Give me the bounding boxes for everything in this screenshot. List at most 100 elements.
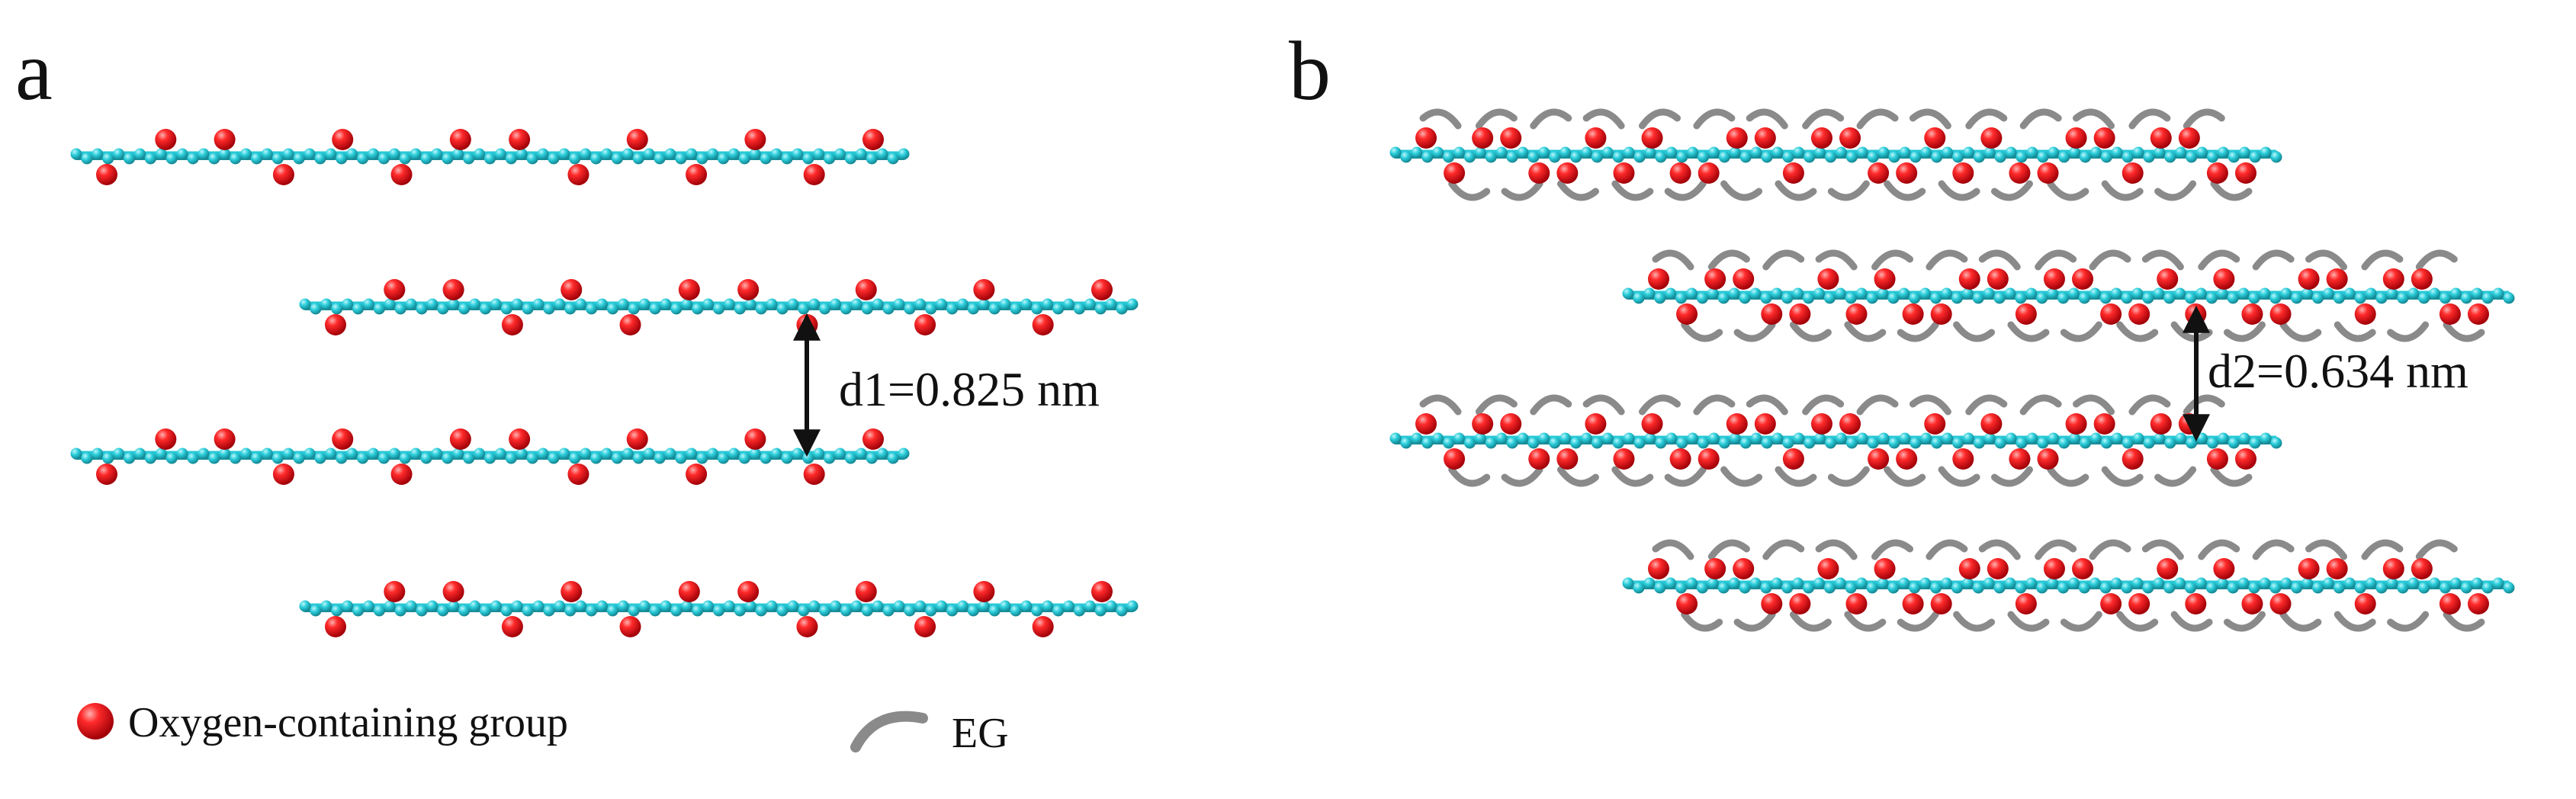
eg-chain xyxy=(1530,394,1572,416)
oxygen-atom xyxy=(214,129,236,150)
eg-chain xyxy=(1926,249,1968,271)
carbon-atom xyxy=(81,452,93,464)
carbon-atom xyxy=(819,605,831,617)
carbon-atom xyxy=(1760,582,1772,594)
carbon-atom xyxy=(2217,432,2229,444)
oxygen-atom xyxy=(2100,303,2122,325)
carbon-atom xyxy=(1825,437,1837,449)
oxygen-atom xyxy=(390,464,413,485)
oxygen-atom xyxy=(1032,314,1054,335)
carbon-atom xyxy=(1116,303,1128,315)
carbon-atom xyxy=(554,600,566,612)
eg-chain xyxy=(1990,180,2033,201)
carbon-atom xyxy=(1728,577,1740,589)
carbon-atom xyxy=(2026,146,2038,159)
carbon-atom xyxy=(1453,146,1465,159)
carbon-atom xyxy=(410,448,422,460)
carbon-atom xyxy=(675,452,687,464)
carbon-atom xyxy=(1665,146,1678,159)
carbon-atom xyxy=(686,148,698,160)
carbon-atom xyxy=(2503,292,2515,304)
carbon-atom xyxy=(1856,146,1868,159)
oxygen-atom xyxy=(619,616,641,637)
carbon-atom xyxy=(813,448,825,460)
carbon-atom xyxy=(760,452,772,464)
carbon-atom xyxy=(367,148,379,160)
carbon-atom xyxy=(2407,287,2420,300)
carbon-atom xyxy=(1655,151,1667,163)
oxygen-atom xyxy=(1930,303,1952,325)
carbon-atom xyxy=(776,303,789,315)
carbon-atom xyxy=(1952,151,1964,163)
oxygen-atom xyxy=(449,428,471,450)
carbon-atom xyxy=(1031,303,1043,315)
carbon-atom xyxy=(2248,582,2260,594)
carbon-atom xyxy=(1813,577,1825,589)
carbon-atom xyxy=(2460,582,2472,594)
carbon-atom xyxy=(2429,287,2441,300)
oxygen-atom xyxy=(744,428,766,450)
eg-chain xyxy=(1884,180,1926,201)
oxygen-atom xyxy=(1874,558,1896,579)
oxygen-atom xyxy=(1500,127,1522,149)
carbon-atom xyxy=(2280,577,2292,589)
eg-chain xyxy=(1978,249,2021,271)
carbon-atom xyxy=(1580,432,1592,444)
carbon-atom xyxy=(2354,292,2366,304)
oxygen-atom xyxy=(973,581,995,602)
carbon-atom xyxy=(1899,146,1911,159)
carbon-atom xyxy=(2259,577,2271,589)
carbon-atom xyxy=(967,303,979,315)
carbon-atom xyxy=(898,448,910,460)
oxygen-atom xyxy=(2269,593,2292,614)
carbon-atom xyxy=(914,600,927,612)
eg-chain xyxy=(1926,539,1968,560)
panel-b-label: b xyxy=(1289,24,1331,117)
oxygen-atom xyxy=(2065,127,2087,149)
carbon-atom xyxy=(2471,287,2483,300)
carbon-atom xyxy=(230,452,242,464)
oxygen-atom xyxy=(1500,413,1522,435)
carbon-atom xyxy=(904,605,916,617)
carbon-atom xyxy=(314,152,326,165)
carbon-atom xyxy=(1739,582,1751,594)
oxygen-atom xyxy=(796,616,818,637)
carbon-atom xyxy=(876,148,888,160)
carbon-atom xyxy=(876,448,888,460)
eg-chain xyxy=(2141,249,2184,271)
carbon-atom xyxy=(2418,292,2430,304)
carbon-atom xyxy=(357,152,369,165)
carbon-atom xyxy=(165,152,178,165)
oxygen-atom xyxy=(2439,303,2461,325)
oxygen-atom xyxy=(1896,448,1918,470)
carbon-atom xyxy=(113,148,125,160)
carbon-atom xyxy=(219,448,231,460)
carbon-atom xyxy=(819,303,831,315)
oxygen-atom xyxy=(1980,413,2003,435)
eg-chain xyxy=(2183,394,2225,416)
carbon-atom xyxy=(893,298,905,310)
oxygen-atom xyxy=(1648,268,1669,290)
carbon-atom xyxy=(2004,577,2016,589)
carbon-atom xyxy=(2217,146,2229,159)
carbon-atom xyxy=(664,448,676,460)
carbon-atom xyxy=(649,605,661,617)
carbon-atom xyxy=(1887,292,1900,304)
carbon-atom xyxy=(787,298,799,310)
carbon-atom xyxy=(946,605,959,617)
carbon-atom xyxy=(416,303,428,315)
carbon-atom xyxy=(2312,292,2324,304)
carbon-atom xyxy=(1063,600,1075,612)
carbon-atom xyxy=(813,148,825,160)
eg-chain xyxy=(1582,394,1625,416)
oxygen-atom xyxy=(560,581,583,602)
carbon-atom xyxy=(1676,437,1688,449)
carbon-atom xyxy=(1517,432,1529,444)
carbon-atom xyxy=(1687,146,1699,159)
carbon-atom xyxy=(474,148,486,160)
oxygen-atom xyxy=(1415,127,1437,149)
carbon-atom xyxy=(2036,582,2048,594)
eg-chain xyxy=(1909,108,1951,130)
carbon-atom xyxy=(1042,298,1054,310)
oxygen-atom xyxy=(2009,162,2031,184)
